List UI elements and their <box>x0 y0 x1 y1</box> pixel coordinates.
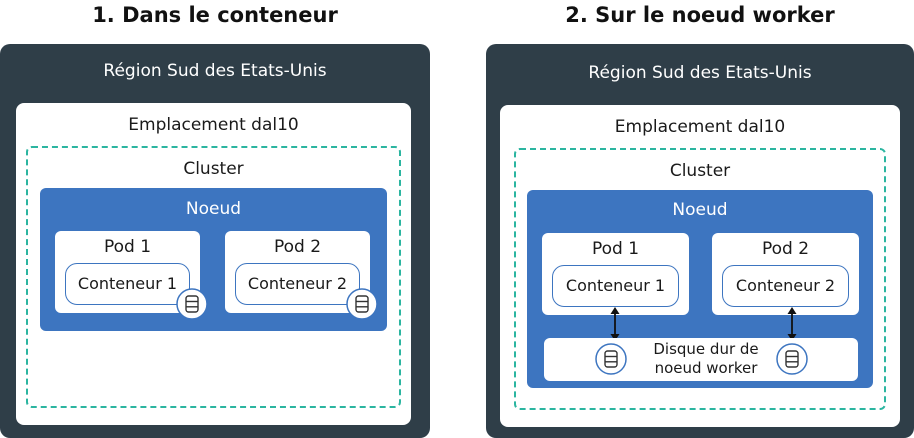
container-1: Conteneur 1 <box>65 263 190 305</box>
pod-label: Pod 2 <box>273 237 322 257</box>
pod-label: Pod 2 <box>761 239 810 259</box>
database-icon <box>346 288 378 320</box>
location-label: Emplacement dal10 <box>128 115 299 135</box>
cluster-box: Cluster Noeud Pod 1 Conteneur 1 Pod 2 Co… <box>26 146 401 408</box>
region-label: Région Sud des Etats-Unis <box>103 61 327 81</box>
pod-1: Pod 1 Conteneur 1 <box>542 233 689 315</box>
disk-label: Disque dur de noeud worker <box>636 340 776 378</box>
pod-label: Pod 1 <box>591 239 640 259</box>
panel-title: 2. Sur le noeud worker <box>565 3 835 27</box>
pod-2: Pod 2 Conteneur 2 <box>225 231 370 313</box>
node-label: Noeud <box>185 199 242 219</box>
cluster-label: Cluster <box>183 159 244 179</box>
pod-2: Pod 2 Conteneur 2 <box>712 233 859 315</box>
region-box: Région Sud des Etats-Unis Emplacement da… <box>0 44 430 438</box>
container-2: Conteneur 2 <box>235 263 360 305</box>
container-1: Conteneur 1 <box>552 265 679 307</box>
double-arrow-icon <box>787 307 797 341</box>
cluster-label: Cluster <box>669 161 731 181</box>
double-arrow-icon <box>610 307 620 341</box>
pod-label: Pod 1 <box>103 237 152 257</box>
region-label: Région Sud des Etats-Unis <box>588 63 812 83</box>
container-2: Conteneur 2 <box>722 265 849 307</box>
panel-title: 1. Dans le conteneur <box>92 3 338 27</box>
node-box: Noeud Pod 1 Conteneur 1 Pod 2 Conteneur … <box>527 190 873 388</box>
disk-label-line-1: Disque dur de <box>653 340 759 358</box>
node-label: Noeud <box>672 200 728 220</box>
database-icon <box>776 343 808 375</box>
region-box: Région Sud des Etats-Unis Emplacement da… <box>486 44 914 438</box>
location-box: Emplacement dal10 Cluster Noeud Pod 1 Co… <box>500 105 900 427</box>
node-box: Noeud Pod 1 Conteneur 1 Pod 2 Conteneur … <box>40 188 387 331</box>
location-label: Emplacement dal10 <box>614 117 786 137</box>
pod-1: Pod 1 Conteneur 1 <box>55 231 200 313</box>
database-icon <box>176 288 208 320</box>
database-icon <box>595 343 627 375</box>
disk-label-line-2: noeud worker <box>654 359 758 377</box>
location-box: Emplacement dal10 Cluster Noeud Pod 1 Co… <box>16 103 411 425</box>
cluster-box: Cluster Noeud Pod 1 Conteneur 1 Pod 2 Co… <box>514 148 886 410</box>
worker-node-disk: Disque dur de noeud worker <box>544 338 858 381</box>
